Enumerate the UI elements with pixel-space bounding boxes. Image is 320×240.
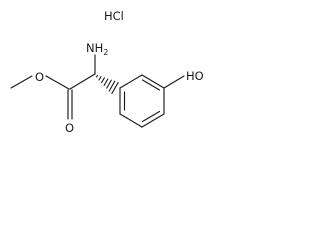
bond-carbonyl-alpha <box>69 73 96 90</box>
amine-subscript: 2 <box>103 48 108 57</box>
hydroxyl-label: HO <box>186 69 204 83</box>
bond-oxygen-carbonyl <box>45 75 70 90</box>
carbonyl-oxygen-label: O <box>65 121 74 135</box>
salt-label: HCl <box>104 9 124 23</box>
ester-oxygen-label: O <box>35 70 44 84</box>
chemical-structure: HCl NH2 HO O O <box>10 9 204 135</box>
amine-symbol: NH <box>86 41 103 55</box>
amine-label: NH2 <box>86 41 108 57</box>
stereo-hash-wedge <box>95 74 119 95</box>
benzene-ring <box>119 74 165 128</box>
bond-ring-hydroxyl <box>163 75 185 89</box>
bond-methyl-oxygen <box>10 75 33 89</box>
